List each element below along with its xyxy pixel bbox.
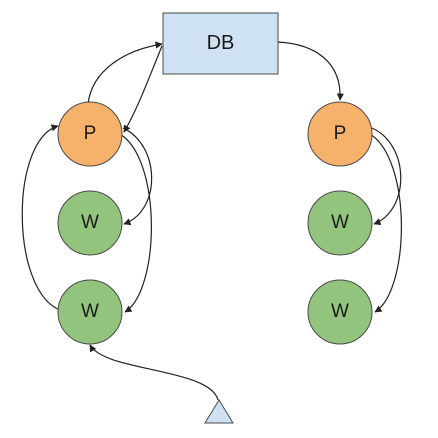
edge-db-to-left-p [123,45,163,133]
edge-left-w2-to-left-p [21,124,61,311]
db-node [162,12,279,75]
edge-db-to-right-p [277,41,344,101]
right-w1-node [307,190,373,256]
edge-trigger-to-left-w2 [89,344,219,401]
edge-left-p-to-left-w2 [119,133,152,313]
edge-left-p-to-db [87,41,163,105]
edge-right-p-to-right-w2 [369,133,402,313]
left-p-node [57,101,123,167]
left-w1-node [57,190,123,256]
edge-left-p-to-left-w1 [122,127,153,226]
edge-right-p-to-right-w1 [371,127,402,225]
right-w2-node [307,279,373,345]
trigger-triangle-icon [204,399,234,424]
right-p-node [307,101,373,167]
left-w2-node [57,279,123,345]
